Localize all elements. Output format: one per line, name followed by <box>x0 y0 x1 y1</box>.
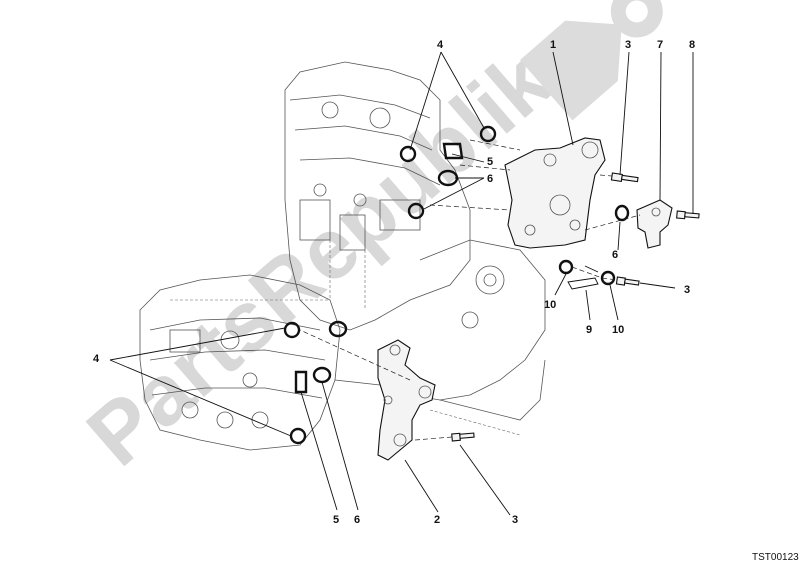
callout-lines <box>109 51 694 516</box>
callout-5-bottom: 5 <box>333 514 339 526</box>
watermark-text: PartsRepublik <box>69 32 569 484</box>
alignment-leaders <box>299 139 641 441</box>
callout-8: 8 <box>689 39 695 51</box>
o-rings <box>283 125 630 445</box>
callout-7: 7 <box>657 39 663 51</box>
gear-icon <box>520 0 663 121</box>
engine-block-drawing <box>139 61 546 451</box>
hose-fitting-part <box>636 199 673 249</box>
callout-2: 2 <box>434 514 440 526</box>
bolt-top <box>610 172 639 183</box>
bolt-right <box>676 210 700 220</box>
bolt-mid <box>615 276 640 286</box>
callout-6-mid: 6 <box>612 249 618 261</box>
callout-4-left: 4 <box>93 353 100 365</box>
bolt-bottom <box>451 432 475 442</box>
callout-3-right: 3 <box>684 284 690 296</box>
callout-3-top: 3 <box>625 39 631 51</box>
washers <box>558 259 616 286</box>
retaining-clip-part <box>567 265 599 290</box>
callout-3-bottom: 3 <box>512 514 518 526</box>
callout-labels: 1 2 3 3 3 4 4 5 5 6 6 6 7 8 9 10 10 <box>93 39 695 526</box>
callout-10-left: 10 <box>544 299 556 311</box>
callout-6-top: 6 <box>487 173 493 185</box>
callout-4-top: 4 <box>437 39 444 51</box>
bolts <box>451 172 700 442</box>
watermark: PartsRepublik <box>69 0 663 484</box>
callout-10-right: 10 <box>612 324 624 336</box>
drawing-code: TST00123 <box>752 552 799 563</box>
gasket-plate-part <box>377 339 436 461</box>
callout-5-top: 5 <box>487 156 493 168</box>
callout-6-bottom: 6 <box>354 514 360 526</box>
pump-cover-part <box>504 137 606 249</box>
callout-1: 1 <box>550 39 556 51</box>
callout-9: 9 <box>586 324 592 336</box>
